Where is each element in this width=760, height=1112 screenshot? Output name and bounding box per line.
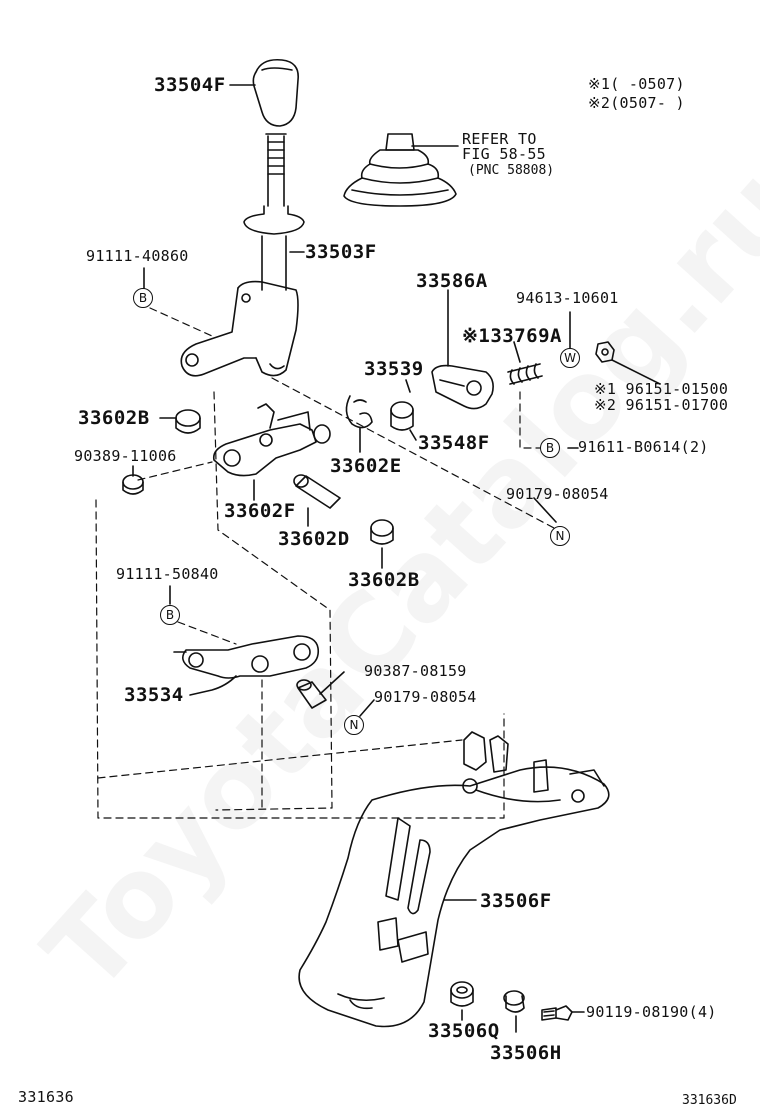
symbol-w-circle: W: [560, 348, 580, 368]
refer-line-2: FIG 58-55: [462, 145, 546, 163]
part-label[interactable]: 90119-08190(4): [586, 1003, 717, 1021]
part-label[interactable]: 33504F: [154, 74, 226, 96]
leader-33769A: [513, 341, 521, 363]
bushing-33548F-drawing: [390, 401, 414, 431]
part-label[interactable]: ※1 96151-01500: [594, 380, 729, 398]
part-label[interactable]: 33539: [364, 358, 424, 380]
part-label[interactable]: 33506Q: [428, 1020, 500, 1042]
bushing-33602B-bottom-drawing: [370, 519, 394, 545]
cap-90389-drawing: [122, 474, 144, 495]
nut-96151-drawing: [595, 341, 615, 363]
figure-number: 331636: [18, 1088, 74, 1106]
part-label[interactable]: 90179-08054: [506, 485, 609, 503]
bushing-90387-drawing: [296, 679, 327, 709]
part-label[interactable]: 33602E: [330, 455, 402, 477]
note-1: ※1( -0507): [588, 75, 685, 93]
lever-33534-drawing: [173, 635, 320, 679]
part-label[interactable]: ※133769A: [462, 325, 562, 347]
bushing-33602B-top-drawing: [175, 409, 201, 434]
leader-90179-a: [533, 497, 557, 523]
symbol-b-circle: B: [160, 605, 180, 625]
leader-90179-b: [359, 699, 375, 717]
leader-33534: [189, 675, 237, 696]
symbol-n-circle: N: [550, 526, 570, 546]
leader-33548F: [409, 429, 417, 441]
pin-33602D-drawing: [293, 474, 341, 509]
part-label[interactable]: 33506H: [490, 1042, 562, 1064]
leader-90387: [319, 671, 345, 695]
grommet-33506H-drawing: [503, 990, 525, 1013]
note-2: ※2(0507- ): [588, 94, 685, 112]
part-label[interactable]: 91111-40860: [86, 247, 189, 265]
part-label[interactable]: ※2 96151-01700: [594, 396, 729, 414]
symbol-b-circle: B: [540, 438, 560, 458]
part-label[interactable]: 90387-08159: [364, 662, 467, 680]
clip-33602E-drawing: [345, 395, 373, 429]
leader-33539: [405, 379, 411, 393]
part-label[interactable]: 91111-50840: [116, 565, 219, 583]
shift-boot-drawing: [343, 133, 457, 207]
lever-assembly-33602F-drawing: [212, 403, 331, 477]
shift-knob-drawing: [252, 58, 299, 127]
housing-33506F-drawing: [298, 731, 610, 1028]
part-label[interactable]: 91611-B0614(2): [578, 438, 709, 456]
grommet-33506Q-drawing: [450, 981, 474, 1007]
illustration-code: 331636D: [682, 1093, 737, 1108]
spring-33769A-drawing: [507, 363, 543, 385]
part-label[interactable]: 90179-08054: [374, 688, 477, 706]
part-label[interactable]: 33602B: [348, 569, 420, 591]
refer-line-1: REFER TO: [462, 130, 537, 148]
part-label[interactable]: 33548F: [418, 432, 490, 454]
part-label[interactable]: 90389-11006: [74, 447, 177, 465]
part-label[interactable]: 33503F: [305, 241, 377, 263]
symbol-b-circle: B: [133, 288, 153, 308]
shift-lever-drawing: [180, 133, 305, 377]
part-label[interactable]: 33602B: [78, 407, 150, 429]
bolt-90119-drawing: [541, 1005, 573, 1021]
bracket-33586A-drawing: [431, 364, 494, 410]
symbol-n-circle: N: [344, 715, 364, 735]
part-label[interactable]: 33602F: [224, 500, 296, 522]
part-label[interactable]: 33506F: [480, 890, 552, 912]
refer-line-3: (PNC 58808): [468, 163, 555, 178]
part-label[interactable]: 94613-10601: [516, 289, 619, 307]
part-label[interactable]: 33602D: [278, 528, 350, 550]
part-label[interactable]: 33534: [124, 684, 184, 706]
leader-96151: [611, 359, 661, 385]
dashed-lines: [95, 307, 555, 819]
part-label[interactable]: 33586A: [416, 270, 488, 292]
